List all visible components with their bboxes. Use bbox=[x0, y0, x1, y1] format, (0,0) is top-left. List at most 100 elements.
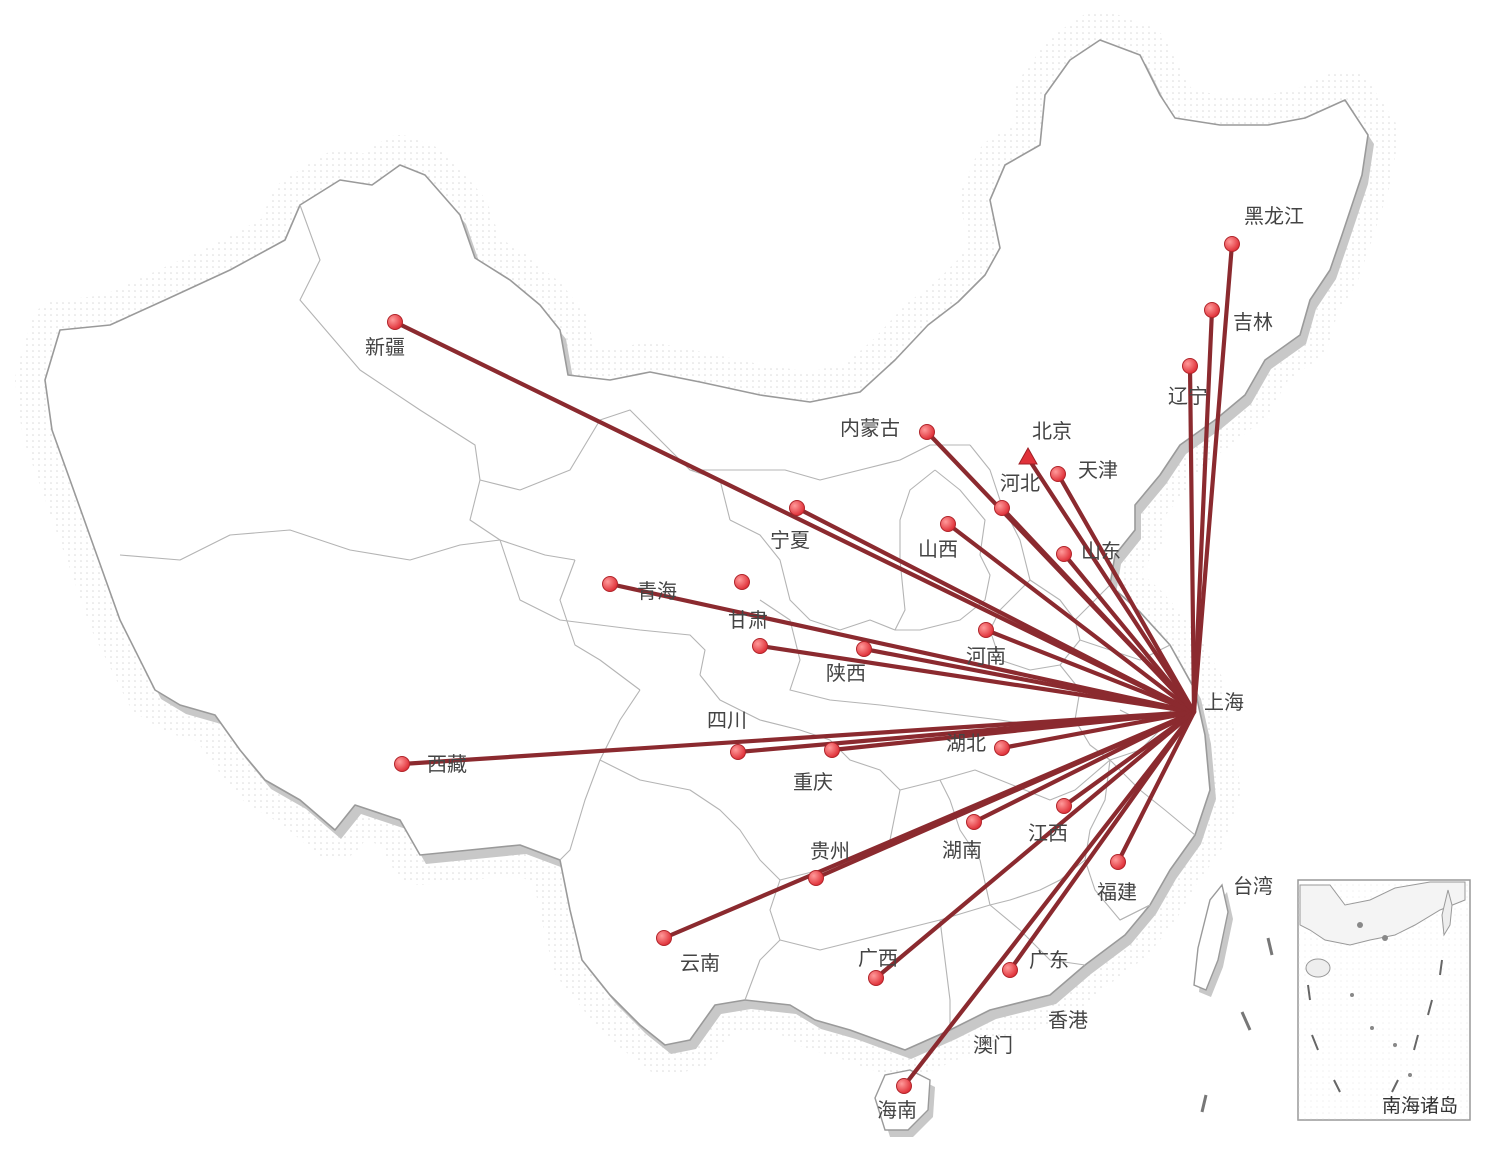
province-label: 香港 bbox=[1048, 1008, 1088, 1032]
province-marker bbox=[896, 1078, 912, 1094]
province-border bbox=[729, 519, 841, 631]
province-label: 贵州 bbox=[810, 839, 850, 863]
province-border bbox=[939, 919, 951, 1030]
route-line bbox=[794, 505, 1197, 715]
province-label: 西藏 bbox=[427, 752, 467, 776]
province-label: 上海 bbox=[1204, 690, 1244, 714]
route-line bbox=[1191, 307, 1215, 715]
inset-title: 南海诸岛 bbox=[1382, 1095, 1458, 1117]
inset-islet bbox=[1350, 993, 1354, 997]
route-line bbox=[1187, 363, 1197, 715]
province-marker bbox=[602, 576, 618, 592]
province-label: 云南 bbox=[680, 951, 720, 975]
province-marker bbox=[730, 744, 746, 760]
country-landmass bbox=[44, 39, 1369, 1051]
province-marker bbox=[994, 500, 1010, 516]
province-marker bbox=[868, 970, 884, 986]
province-marker bbox=[966, 814, 982, 830]
province-label: 重庆 bbox=[793, 770, 833, 794]
inset-hainan-island bbox=[1305, 958, 1331, 978]
province-border bbox=[1109, 759, 1196, 836]
province-label: 陕西 bbox=[826, 661, 866, 685]
province-label: 海南 bbox=[877, 1098, 917, 1122]
province-label: 江西 bbox=[1028, 821, 1068, 845]
route-line bbox=[1061, 551, 1197, 715]
province-border bbox=[759, 599, 881, 706]
province-label: 四川 bbox=[707, 708, 747, 732]
province-label: 广东 bbox=[1029, 948, 1069, 972]
province-border bbox=[895, 469, 991, 631]
province-label: 福建 bbox=[1097, 880, 1137, 904]
route-line bbox=[971, 709, 1197, 825]
route-line bbox=[999, 505, 1197, 715]
province-label: 河南 bbox=[966, 644, 1006, 668]
inset-islet bbox=[1382, 935, 1388, 941]
province-border bbox=[744, 939, 781, 1001]
province-marker bbox=[940, 516, 956, 532]
province-label: 天津 bbox=[1078, 458, 1118, 482]
province-label: 新疆 bbox=[365, 335, 405, 359]
province-label: 吉林 bbox=[1233, 310, 1273, 334]
province-label: 内蒙古 bbox=[840, 416, 900, 440]
inset-dashed-line bbox=[1307, 959, 1443, 1093]
inset-islet bbox=[1370, 1026, 1374, 1030]
province-marker bbox=[919, 424, 935, 440]
route-line bbox=[1115, 709, 1197, 865]
province-marker bbox=[1056, 798, 1072, 814]
province-label: 北京 bbox=[1032, 419, 1072, 443]
inset-islet bbox=[1357, 922, 1363, 928]
route-line bbox=[1191, 241, 1235, 715]
province-marker bbox=[752, 638, 768, 654]
province-label: 湖南 bbox=[942, 838, 982, 862]
route-line bbox=[399, 709, 1197, 767]
province-label: 山东 bbox=[1081, 539, 1121, 563]
province-label: 台湾 bbox=[1233, 874, 1273, 898]
province-border bbox=[899, 759, 1111, 801]
route-line bbox=[901, 709, 1197, 1089]
province-border bbox=[119, 529, 501, 561]
route-line bbox=[873, 709, 1197, 981]
province-label: 澳门 bbox=[973, 1033, 1013, 1057]
capital-star-icon bbox=[1018, 446, 1038, 465]
province-label: 黑龙江 bbox=[1244, 204, 1304, 228]
south-china-sea-inset: 南海诸岛 bbox=[1297, 879, 1471, 1121]
province-marker bbox=[824, 742, 840, 758]
hainan-island bbox=[874, 1069, 931, 1131]
route-line bbox=[813, 709, 1197, 881]
inset-coast bbox=[1299, 881, 1466, 946]
province-border bbox=[989, 904, 1086, 966]
province-label: 湖北 bbox=[946, 731, 986, 755]
province-border bbox=[559, 689, 641, 861]
province-label: 青海 bbox=[637, 579, 677, 603]
province-border bbox=[559, 559, 641, 691]
province-marker bbox=[856, 641, 872, 657]
province-marker bbox=[994, 740, 1010, 756]
province-marker bbox=[1110, 854, 1126, 870]
inset-islet bbox=[1393, 1043, 1397, 1047]
route-line bbox=[1061, 709, 1197, 809]
route-line bbox=[829, 709, 1197, 753]
province-label: 山西 bbox=[918, 537, 958, 561]
province-label: 宁夏 bbox=[770, 528, 810, 552]
route-line bbox=[1055, 471, 1197, 715]
province-label: 辽宁 bbox=[1168, 384, 1208, 408]
province-marker bbox=[1050, 466, 1066, 482]
route-line bbox=[1007, 709, 1197, 973]
province-border bbox=[499, 539, 706, 676]
province-label: 河北 bbox=[1000, 471, 1040, 495]
route-line bbox=[1025, 455, 1197, 715]
province-markers bbox=[387, 236, 1240, 1094]
province-marker bbox=[808, 870, 824, 886]
country-outline bbox=[44, 39, 1369, 1051]
province-border bbox=[299, 204, 521, 491]
route-line bbox=[392, 319, 1197, 715]
province-marker bbox=[1204, 302, 1220, 318]
province-border bbox=[599, 759, 781, 881]
island-outlines bbox=[874, 883, 1274, 1131]
route-line bbox=[861, 646, 1197, 715]
province-label: 广西 bbox=[858, 946, 898, 970]
province-marker bbox=[1224, 236, 1240, 252]
province-border bbox=[1119, 904, 1151, 921]
